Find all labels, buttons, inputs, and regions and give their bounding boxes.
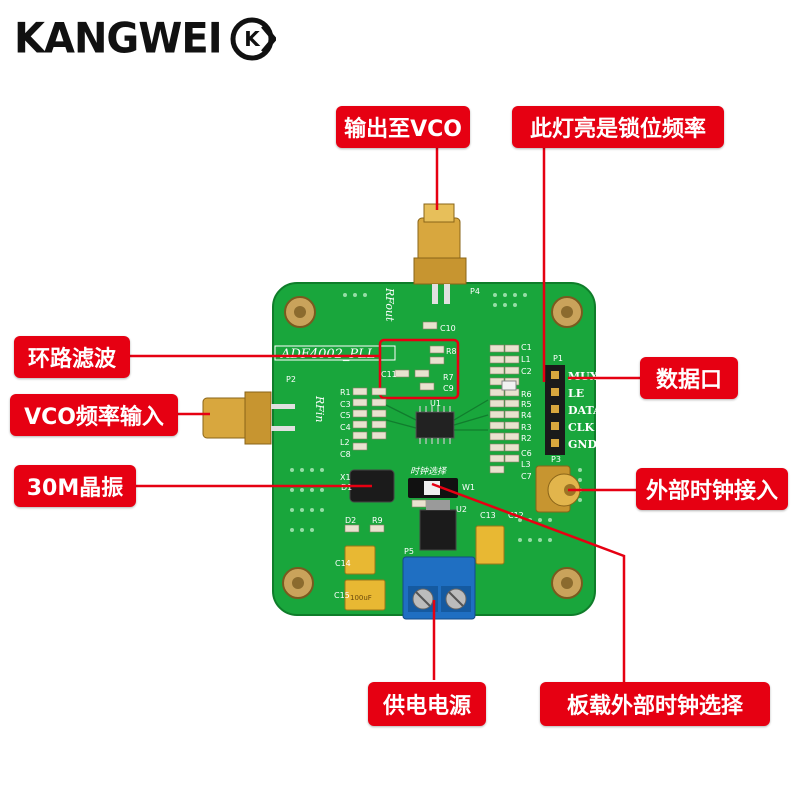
svg-text:P2: P2 — [286, 375, 296, 384]
svg-text:C14: C14 — [335, 559, 351, 568]
svg-text:CLK: CLK — [568, 421, 594, 434]
svg-text:RFin: RFin — [313, 395, 326, 423]
svg-text:R3: R3 — [521, 423, 532, 432]
svg-text:RFout: RFout — [383, 287, 396, 322]
chip-silk-label: ADF4002_PLL — [280, 347, 375, 362]
callout-loop-filter: 环路滤波 — [14, 336, 130, 378]
callout-ext-clock-input: 外部时钟接入 — [636, 468, 788, 510]
power-terminal-block — [402, 556, 476, 620]
callout-power-supply: 供电电源 — [368, 682, 486, 726]
svg-text:C4: C4 — [340, 423, 351, 432]
via-holes — [290, 293, 582, 542]
leader-lines — [128, 148, 640, 682]
svg-text:W1: W1 — [462, 483, 475, 492]
svg-text:U2: U2 — [456, 505, 467, 514]
callout-vco-freq-input: VCO频率输入 — [10, 394, 178, 436]
svg-text:C5: C5 — [340, 411, 351, 420]
svg-text:C9: C9 — [443, 384, 454, 393]
svg-text:P1: P1 — [553, 354, 563, 363]
svg-text:C15: C15 — [334, 591, 350, 600]
svg-text:C3: C3 — [340, 400, 351, 409]
svg-text:X1: X1 — [340, 473, 351, 482]
svg-text:L1: L1 — [521, 355, 531, 364]
svg-text:C1: C1 — [521, 343, 532, 352]
svg-text:C11: C11 — [381, 370, 397, 379]
svg-text:C10: C10 — [440, 324, 456, 333]
svg-text:GND: GND — [568, 438, 597, 451]
svg-text:R7: R7 — [443, 373, 454, 382]
svg-text:K: K — [244, 27, 261, 51]
svg-text:R1: R1 — [340, 388, 351, 397]
svg-text:U1: U1 — [430, 399, 441, 408]
callout-crystal: 30M晶振 — [14, 465, 136, 507]
lock-led — [501, 380, 517, 391]
svg-text:MUX: MUX — [568, 370, 599, 383]
callout-lock-led: 此灯亮是锁位频率 — [512, 106, 724, 148]
tantalum-cap — [475, 525, 505, 565]
tantalum-cap — [344, 545, 376, 575]
tantalum-cap — [344, 579, 386, 611]
sma-connector-left — [202, 391, 295, 445]
callout-vco-output: 输出至VCO — [336, 106, 470, 148]
svg-text:P3: P3 — [551, 455, 561, 464]
chip-label-box — [274, 345, 396, 361]
svg-text:C6: C6 — [521, 449, 532, 458]
callout-clock-select: 板载外部时钟选择 — [540, 682, 770, 726]
svg-text:C7: C7 — [521, 472, 532, 481]
svg-text:R2: R2 — [521, 434, 532, 443]
mounting-holes — [282, 296, 583, 599]
adf4002-chip — [415, 411, 455, 439]
svg-text:L2: L2 — [340, 438, 350, 447]
sma-connector-top — [413, 203, 467, 304]
smd-components — [344, 321, 520, 533]
voltage-regulator — [419, 509, 457, 551]
svg-text:100uF: 100uF — [350, 594, 372, 602]
svg-text:R5: R5 — [521, 400, 532, 409]
svg-text:L3: L3 — [521, 460, 531, 469]
brand-logo: KANGWEI K — [14, 14, 276, 64]
svg-text:DATA: DATA — [568, 404, 602, 417]
svg-text:R4: R4 — [521, 411, 532, 420]
svg-text:LE: LE — [568, 387, 584, 400]
callout-data-port: 数据口 — [640, 357, 738, 399]
svg-text:R8: R8 — [446, 347, 457, 356]
svg-text:D2: D2 — [345, 516, 356, 525]
brand-name: KANGWEI — [14, 14, 223, 64]
svg-text:R6: R6 — [521, 390, 532, 399]
svg-text:时钟选择: 时钟选择 — [410, 466, 447, 477]
svg-text:D1: D1 — [341, 483, 352, 492]
svg-text:C8: C8 — [340, 450, 351, 459]
svg-text:C2: C2 — [521, 367, 532, 376]
svg-text:C13: C13 — [480, 511, 496, 520]
svg-text:P5: P5 — [404, 547, 414, 556]
svg-text:R9: R9 — [372, 516, 383, 525]
svg-text:P4: P4 — [470, 287, 480, 296]
sma-connector-right — [535, 465, 581, 513]
loop-filter-highlight — [378, 338, 460, 400]
kw-logo-icon: K — [230, 17, 276, 61]
